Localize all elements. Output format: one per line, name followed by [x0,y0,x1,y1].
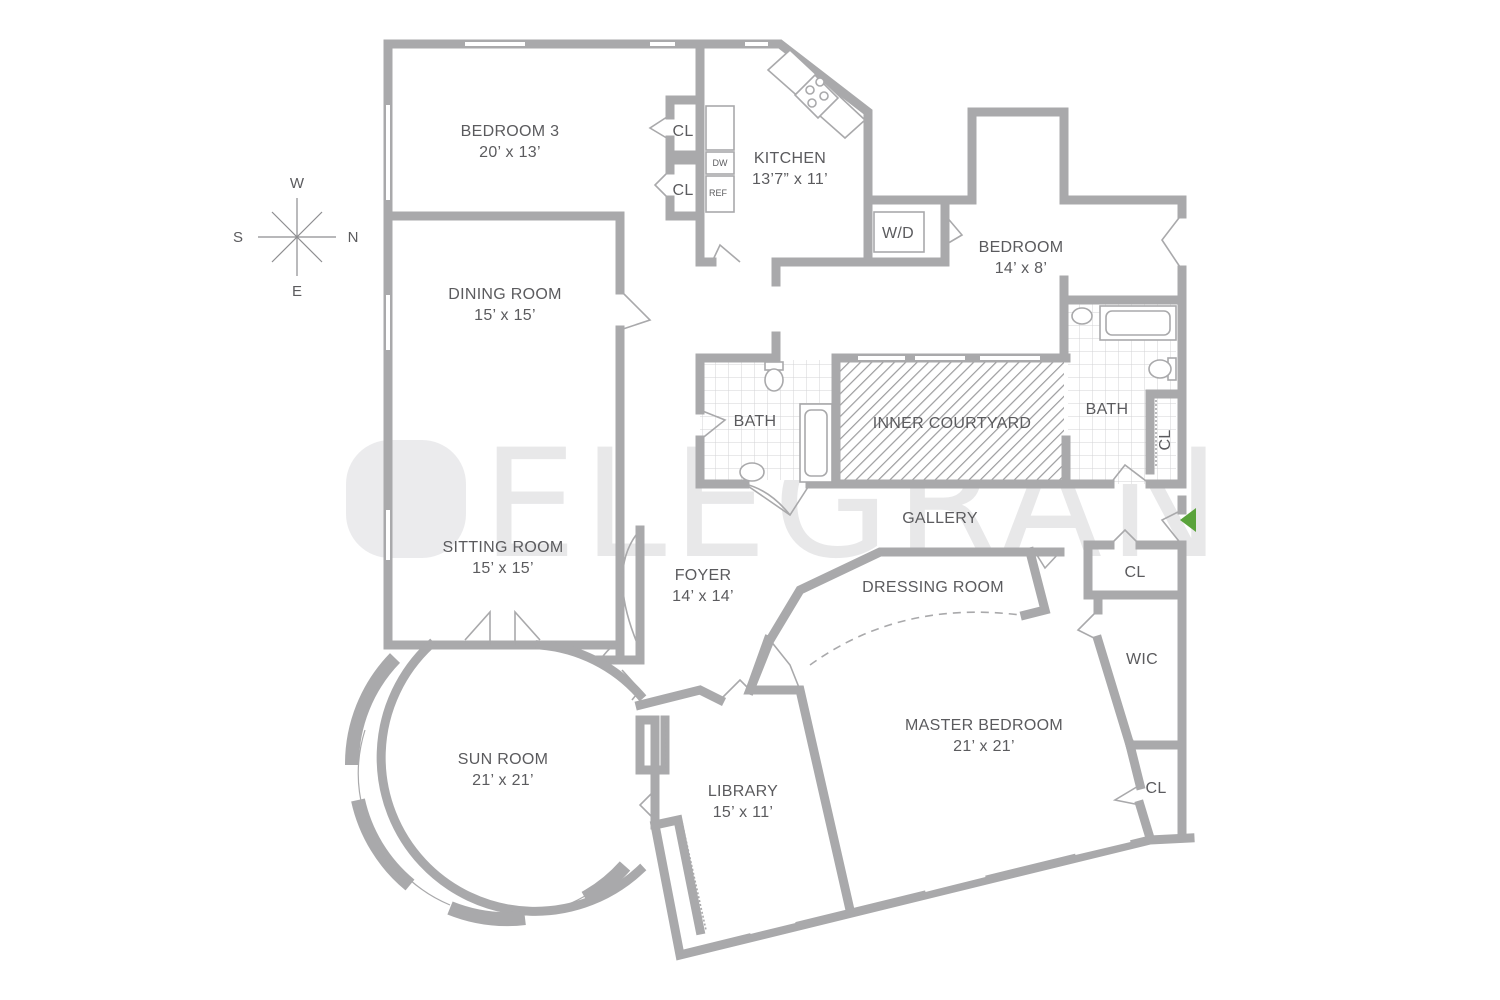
gallery-name: GALLERY [902,510,978,527]
dining-room-size: 15’ x 15’ [474,307,536,324]
closet-bath: CL [1157,429,1174,450]
washer-dryer-label: W/D [882,225,914,242]
bath-east-name: BATH [1086,401,1129,418]
washer-dryer-box [873,211,925,253]
dishwasher [705,151,735,175]
toilet-icon [764,361,784,392]
sitting-room-name: SITTING ROOM [443,539,564,556]
sun-room-name: SUN ROOM [458,751,548,768]
foyer-name: FOYER [675,567,732,584]
inner-courtyard-hatch [838,358,1064,484]
sitting-room-size: 15’ x 15’ [472,560,534,577]
toilet-icon [1148,357,1177,381]
dishwasher-label: DW [713,158,728,168]
wic-name: WIC [1126,651,1158,668]
foyer-size: 14’ x 14’ [672,588,734,605]
sun-room-walls [344,638,647,927]
sink-icon [739,462,765,482]
dining-room-name: DINING ROOM [448,286,562,303]
entry-arrow-icon [1180,508,1196,532]
stove-icon [793,73,840,120]
doors [464,114,1183,931]
watermark-logo-icon [346,440,466,558]
compass-e: E [292,283,302,300]
kitchen-fixtures: DW REF [705,48,925,253]
inner-courtyard-name: INNER COURTYARD [873,415,1032,432]
kitchen-size: 13’7” x 11’ [752,171,828,188]
bathtub-icon [799,403,833,483]
windows [386,42,1131,934]
closet-bedroom3-lower: CL [672,182,693,199]
dressing-room-name: DRESSING ROOM [862,579,1004,596]
refrigerator [705,175,735,213]
sun-room-size: 21’ x 21’ [472,772,534,789]
kitchen-name: KITCHEN [754,150,826,167]
bedroom3-size: 20’ x 13’ [479,144,541,161]
master-bedroom-size: 21’ x 21’ [953,738,1015,755]
bath-west-name: BATH [734,413,777,430]
bedroom3-name: BEDROOM 3 [461,123,560,140]
room-labels: BEDROOM 3 20’ x 13’ KITCHEN 13’7” x 11’ … [443,123,1174,821]
compass-n: N [348,229,359,246]
closet-gallery: CL [1124,564,1145,581]
sink-icon [1071,307,1093,325]
bathtub-icon [1099,305,1177,341]
library-size: 15’ x 11’ [713,804,774,821]
compass-rose-icon: W S N E [233,175,358,300]
compass-s: S [233,229,243,246]
bath-fixtures [739,305,1177,483]
kitchen-sink-icon [705,105,735,151]
bedroom-size: 14’ x 8’ [995,260,1048,277]
closet-bedroom3-upper: CL [672,123,693,140]
library-name: LIBRARY [708,783,778,800]
master-bedroom-name: MASTER BEDROOM [905,717,1063,734]
closet-master: CL [1145,780,1166,797]
bedroom-name: BEDROOM [979,239,1064,256]
refrigerator-label: REF [709,188,728,198]
compass-w: W [290,175,305,192]
